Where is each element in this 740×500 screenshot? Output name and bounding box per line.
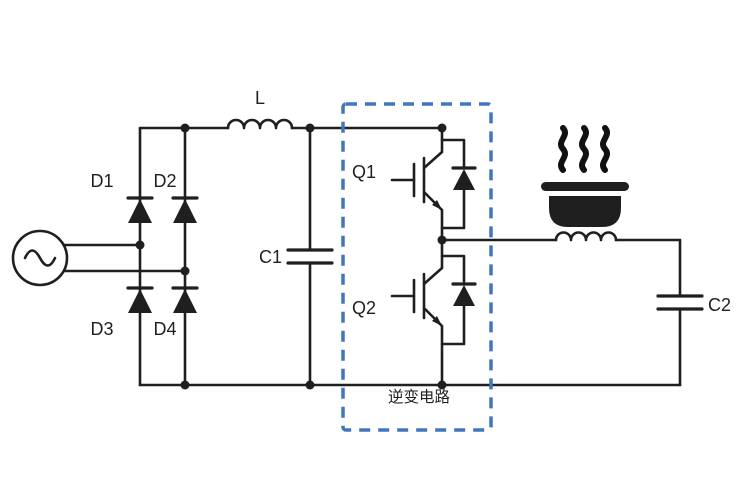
diode-d3-label: D3: [90, 319, 113, 339]
capacitor-c2-label: C2: [708, 295, 731, 315]
junction-dot: [437, 235, 447, 245]
rectifier-bridge-wires: [138, 126, 682, 387]
q2-diode-wires: [440, 254, 466, 346]
diode-d1-symbol: [128, 199, 152, 223]
bridge-diode-d3: [126, 286, 154, 313]
diode-d2-symbol: [173, 199, 197, 223]
ac-source-leads: [62, 243, 187, 273]
component-labels: L D1 D2 D3 D4 C1 Q1 Q2 C2 逆变电路: [90, 88, 731, 406]
capacitor-c1-label: C1: [259, 247, 282, 267]
junction-dot: [135, 240, 145, 250]
q2-leads: [390, 238, 444, 387]
c2-plates: [656, 294, 704, 311]
steam-icon: [558, 125, 568, 173]
junction-dot: [180, 123, 190, 133]
ac-source-icon: [11, 229, 187, 287]
q1-emitter-arrow: [432, 200, 442, 210]
sine-wave-icon: [23, 249, 57, 267]
igbt-q1: [390, 126, 444, 242]
inverter-block-label: 逆变电路: [388, 388, 451, 406]
q2-emitter-arrow: [432, 316, 442, 326]
pot-rim: [541, 182, 629, 191]
junction-dot: [305, 123, 315, 133]
igbt-q2: [390, 238, 444, 387]
q1-leads: [390, 126, 444, 242]
pot-body: [549, 196, 621, 227]
bus-capacitor-c1: [286, 126, 334, 387]
steam-icon: [579, 125, 589, 173]
junction-dot: [437, 380, 447, 390]
junction-dot: [437, 123, 447, 133]
bridge-diode-d4: [171, 286, 199, 313]
diode-d1-label: D1: [90, 171, 113, 191]
bridge-diode-d1: [126, 196, 154, 223]
junction-dot: [180, 380, 190, 390]
inverter-dashed-box: [341, 102, 493, 432]
igbt-q1-label: Q1: [352, 162, 376, 182]
cooking-pot-icon: [541, 125, 629, 227]
c1-plates: [286, 248, 334, 265]
freewheel-diode-q2: [440, 254, 477, 346]
bridge-diode-d2: [171, 196, 199, 223]
junction-dot: [180, 266, 190, 276]
diode-d3-symbol: [128, 289, 152, 313]
inductor-l-label: L: [255, 88, 265, 108]
ac-source-circle: [11, 229, 69, 287]
steam-icon: [600, 125, 610, 173]
filter-inductor-symbol: [226, 118, 294, 130]
q2-diode-symbol: [453, 285, 475, 306]
dc-bus-rails: [138, 126, 682, 387]
diode-d2-label: D2: [153, 171, 176, 191]
resonant-load-branch: [440, 231, 704, 387]
work-coil-symbol: [554, 231, 618, 242]
q1-diode-symbol: [453, 169, 475, 190]
diode-d4-symbol: [173, 289, 197, 313]
junction-dot: [305, 380, 315, 390]
freewheel-diode-q1: [440, 138, 477, 230]
bridge-branch-wires: [138, 126, 187, 387]
q1-diode-wires: [440, 138, 466, 230]
junction-dots: [135, 123, 447, 390]
igbt-q2-label: Q2: [352, 298, 376, 318]
diode-d4-label: D4: [153, 319, 176, 339]
